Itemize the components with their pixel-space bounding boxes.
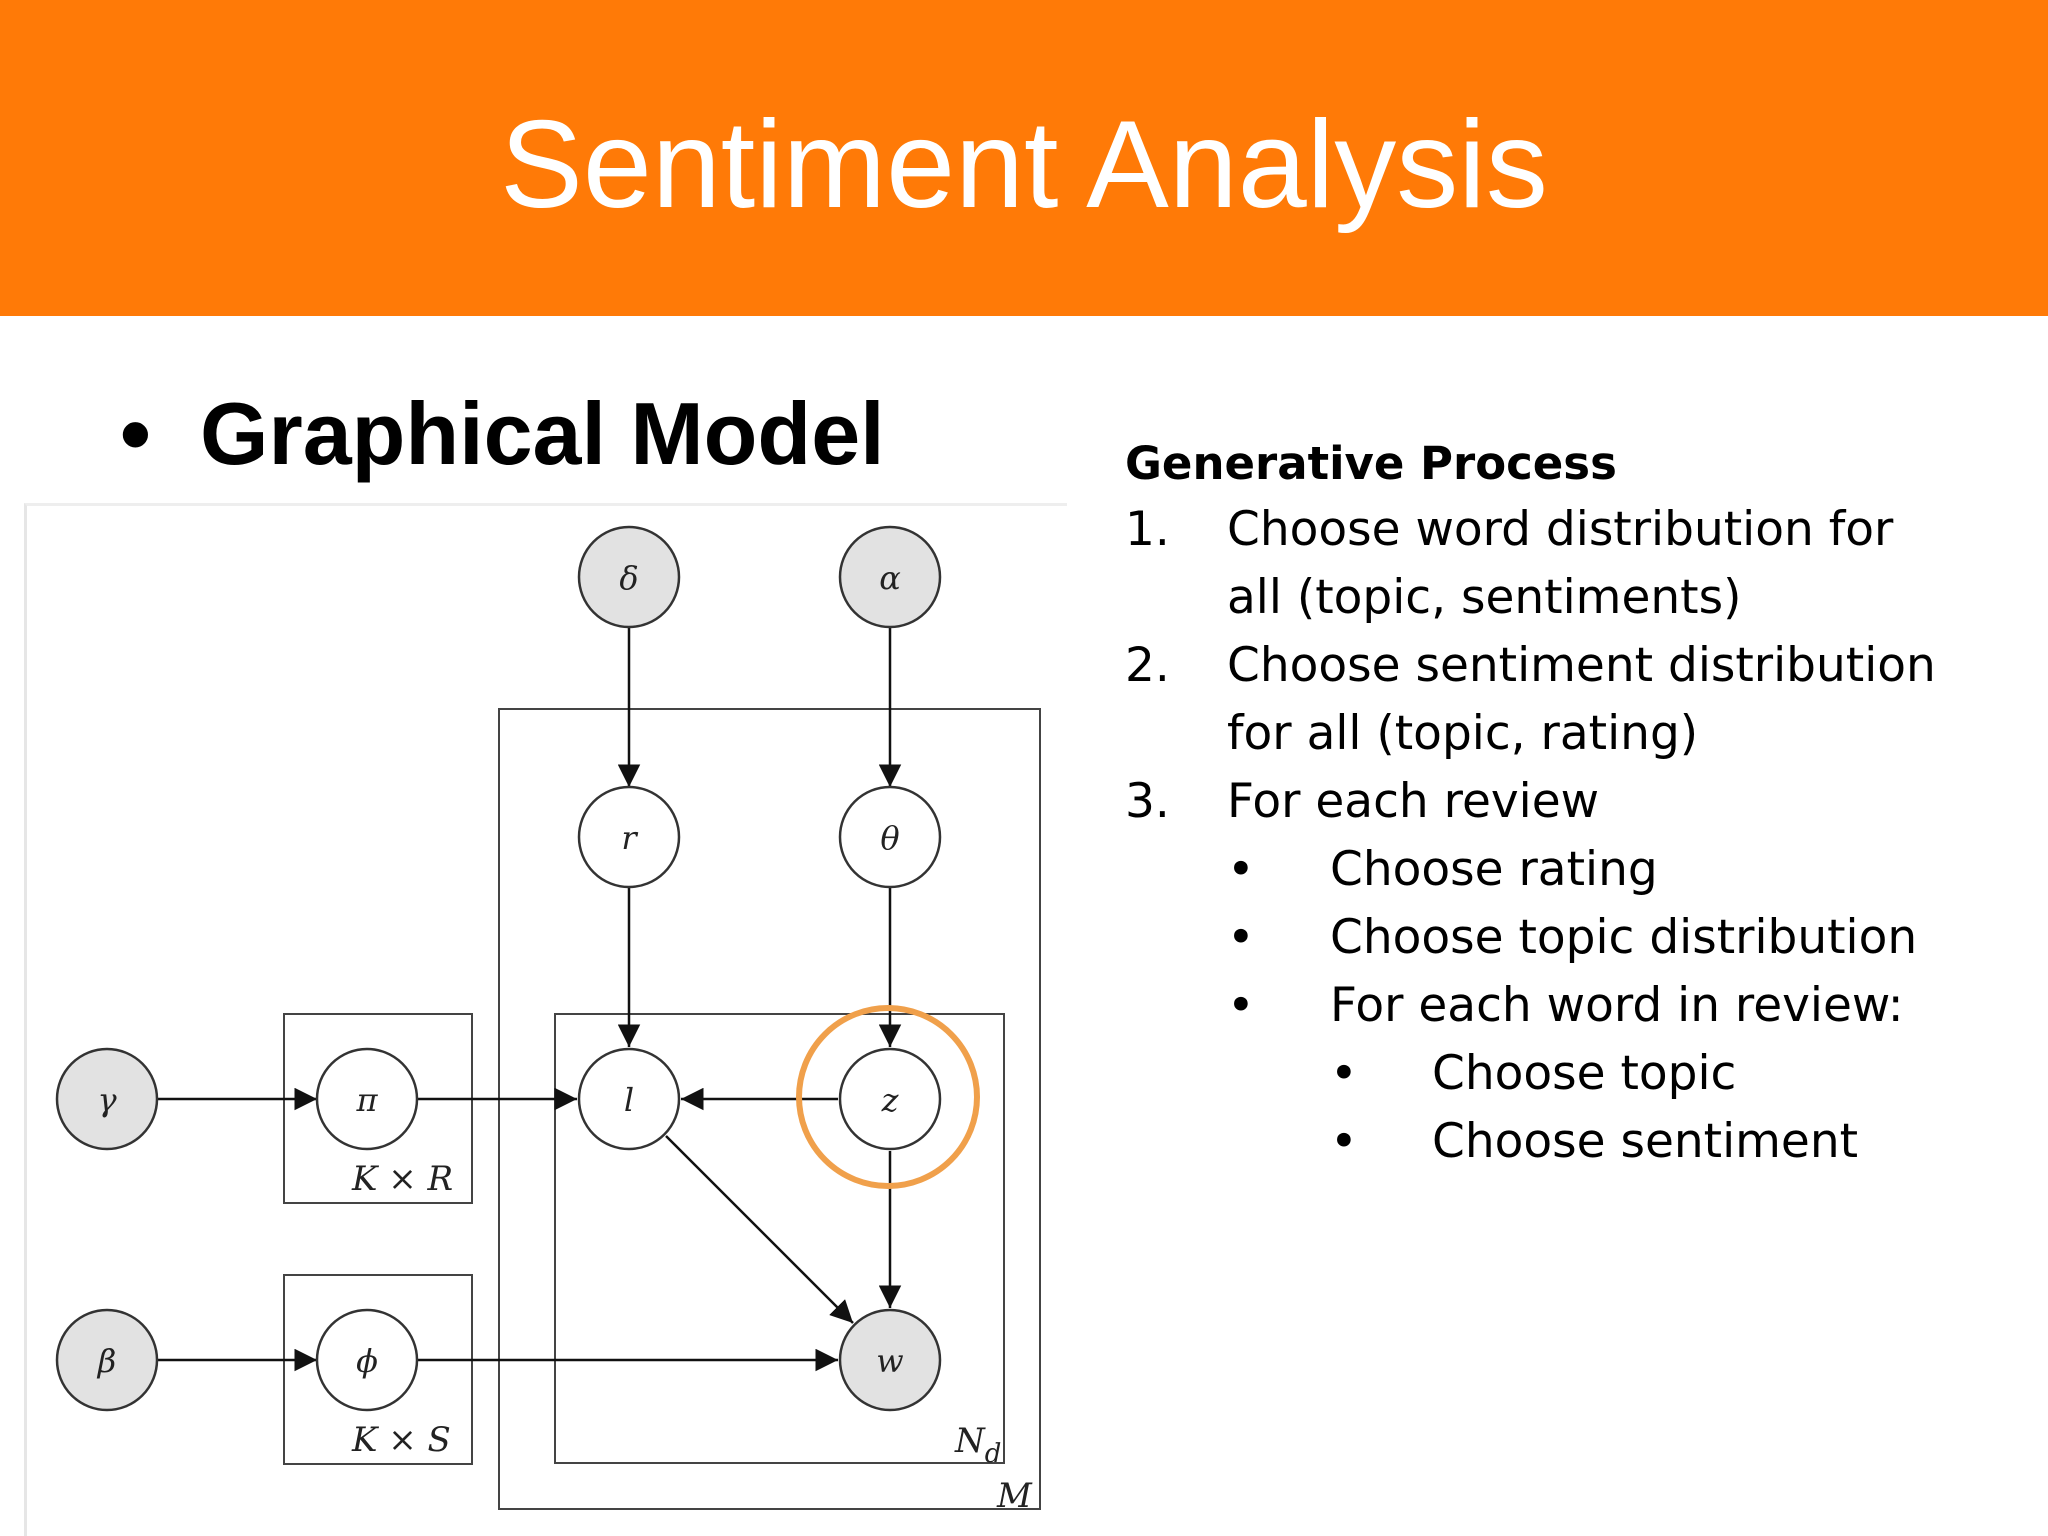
step-1: 1. Choose word distribution for — [1125, 496, 2025, 564]
diagram-frame — [24, 503, 1067, 1536]
edge-l-w — [665, 1135, 854, 1324]
generative-process: Generative Process 1. Choose word distri… — [1125, 432, 2025, 1176]
review-item-2-bullet: • — [1227, 910, 1255, 965]
step-1-text-2: all (topic, sentiments) — [1227, 570, 1742, 625]
step-1-continued: all (topic, sentiments) — [1125, 564, 2025, 632]
node-pi: π — [315, 1047, 419, 1151]
node-beta-label: β — [97, 1342, 117, 1380]
node-l: l — [577, 1047, 681, 1151]
review-item-1-bullet: • — [1227, 842, 1255, 897]
section-heading: • Graphical Model — [120, 384, 885, 484]
title-banner: Sentiment Analysis — [0, 0, 2048, 316]
node-z: z — [838, 1047, 942, 1151]
word-item-2-text: Choose sentiment — [1432, 1114, 1859, 1169]
review-item-3-text: For each word in review: — [1330, 978, 1904, 1033]
node-w-label: w — [876, 1342, 903, 1380]
review-item-2: • Choose topic distribution — [1125, 904, 2025, 972]
highlight-ring — [796, 1005, 980, 1189]
node-phi: ϕ — [315, 1308, 419, 1412]
node-beta: β — [55, 1308, 159, 1412]
node-gamma: γ — [55, 1047, 159, 1151]
node-alpha-label: α — [879, 559, 901, 597]
review-item-3-bullet: • — [1227, 978, 1255, 1033]
word-item-1-bullet: • — [1330, 1046, 1358, 1101]
process-title: Generative Process — [1125, 437, 1617, 490]
plate-nd-label: Nd — [954, 1421, 1001, 1469]
plate-nd: Nd — [554, 1013, 1005, 1469]
node-l-label: l — [624, 1081, 634, 1119]
plate-m-label: M — [996, 1476, 1033, 1516]
review-item-2-text: Choose topic distribution — [1330, 910, 1918, 965]
word-item-1-text: Choose topic — [1432, 1046, 1737, 1101]
node-phi-label: ϕ — [356, 1342, 378, 1380]
step-2-text: Choose sentiment distribution — [1227, 638, 1936, 693]
node-z-label: z — [881, 1081, 900, 1119]
word-item-1: • Choose topic — [1125, 1040, 2025, 1108]
node-r: r — [577, 785, 681, 889]
word-item-2: • Choose sentiment — [1125, 1108, 2025, 1176]
node-r-label: r — [621, 819, 638, 857]
step-2-number: 2. — [1125, 638, 1170, 693]
review-item-3: • For each word in review: — [1125, 972, 2025, 1040]
plate-k-s: K × S — [283, 1274, 473, 1465]
node-alpha: α — [838, 525, 942, 629]
review-item-1: • Choose rating — [1125, 836, 2025, 904]
plate-k-s-label: K × S — [351, 1420, 451, 1460]
node-theta: θ — [838, 785, 942, 889]
node-delta-label: δ — [619, 559, 638, 597]
plate-k-r-label: K × R — [351, 1159, 453, 1199]
step-1-number: 1. — [1125, 502, 1170, 557]
plate-k-r: K × R — [283, 1013, 473, 1204]
step-2-continued: for all (topic, rating) — [1125, 700, 2025, 768]
node-pi-label: π — [355, 1081, 378, 1119]
edges — [157, 627, 902, 1372]
step-2-text-2: for all (topic, rating) — [1227, 706, 1699, 761]
plate-m: M — [498, 708, 1041, 1516]
step-1-text: Choose word distribution for — [1227, 502, 1894, 557]
plate-nd-label-main: N — [954, 1421, 986, 1461]
slide-title: Sentiment Analysis — [500, 96, 1548, 234]
node-delta: δ — [577, 525, 681, 629]
step-3-number: 3. — [1125, 774, 1170, 829]
word-item-2-bullet: • — [1330, 1114, 1358, 1169]
node-w: w — [838, 1308, 942, 1412]
step-3: 3. For each review — [1125, 768, 2025, 836]
node-theta-label: θ — [880, 819, 899, 857]
heading-bullet: • — [120, 384, 151, 483]
plate-nd-label-sub: d — [985, 1439, 1002, 1469]
step-2: 2. Choose sentiment distribution — [1125, 632, 2025, 700]
node-gamma-label: γ — [97, 1081, 117, 1119]
heading-text: Graphical Model — [200, 384, 885, 483]
step-3-text: For each review — [1227, 774, 1600, 829]
review-item-1-text: Choose rating — [1330, 842, 1658, 897]
